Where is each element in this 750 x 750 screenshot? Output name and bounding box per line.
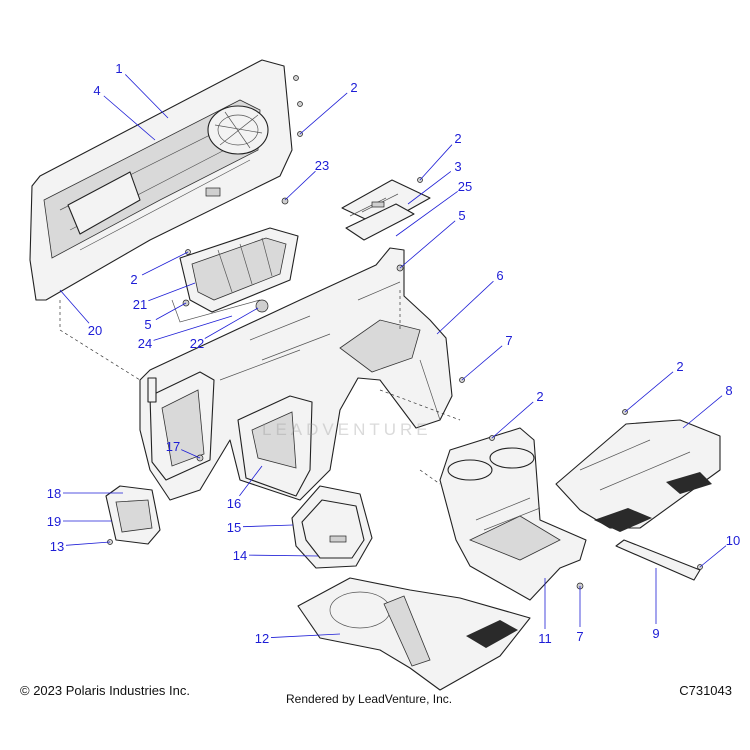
callout-label-5: 5 [144, 317, 151, 332]
callout-label-16: 16 [227, 496, 241, 511]
part-center-console [439, 427, 587, 601]
watermark-text: LEADVENTURE [262, 420, 432, 439]
callout-leader-2 [299, 92, 348, 135]
callout-leader-2 [491, 401, 534, 439]
callout-label-4: 4 [93, 83, 100, 98]
callout-label-8: 8 [725, 383, 732, 398]
callout-label-6: 6 [496, 268, 503, 283]
callout-leader-14 [248, 554, 319, 557]
callout-leader-24 [153, 315, 233, 341]
callout-label-19: 19 [47, 514, 61, 529]
callout-label-2: 2 [676, 359, 683, 374]
callout-label-25: 25 [458, 179, 472, 194]
callout-leader-2 [141, 251, 189, 276]
callout-label-7: 7 [576, 629, 583, 644]
callout-label-13: 13 [50, 539, 64, 554]
callout-label-24: 24 [138, 336, 152, 351]
callout-label-21: 21 [133, 297, 147, 312]
callout-label-1: 1 [115, 61, 122, 76]
callout-leader-3 [407, 171, 452, 205]
callout-leader-15 [242, 524, 294, 528]
callout-leader-4 [103, 95, 156, 141]
callout-label-10: 10 [726, 533, 740, 548]
callout-leader-10 [699, 545, 727, 568]
callout-label-20: 20 [88, 323, 102, 338]
part-grommet-23 [281, 197, 289, 205]
callout-leader-6 [436, 280, 494, 335]
callout-label-3: 3 [454, 159, 461, 174]
callout-leader-5 [399, 220, 456, 269]
part-brace-bar [615, 539, 703, 581]
callout-leader-20 [59, 289, 90, 324]
callout-label-23: 23 [315, 158, 329, 173]
copyright-text: © 2023 Polaris Industries Inc. [20, 683, 190, 698]
part-cover-plate [341, 179, 431, 241]
callout-leader-25 [395, 190, 458, 237]
callout-label-2: 2 [454, 131, 461, 146]
part-storage-bin [171, 227, 299, 323]
callout-leader-7 [461, 345, 503, 381]
callout-label-11: 11 [538, 631, 552, 646]
callout-leader-22 [204, 307, 259, 339]
callout-label-2: 2 [130, 272, 137, 287]
rendered-by-text: Rendered by LeadVenture, Inc. [286, 692, 453, 706]
callout-label-18: 18 [47, 486, 61, 501]
callout-leader-23 [284, 170, 316, 201]
callout-leader-17 [181, 449, 201, 459]
part-glovebox-door [291, 485, 373, 569]
callout-leaders [59, 74, 727, 638]
part-dashboard [139, 247, 453, 501]
part-side-panel [29, 59, 293, 301]
callout-leader-5 [155, 302, 187, 320]
callout-leader-12 [270, 633, 341, 638]
callout-leader-21 [148, 282, 196, 302]
callout-label-15: 15 [227, 520, 241, 535]
assembly-lines [59, 290, 461, 485]
callout-label-5: 5 [458, 208, 465, 223]
callout-label-2: 2 [536, 389, 543, 404]
part-pocket-lid [105, 485, 161, 545]
callout-leader-1 [125, 74, 169, 119]
callout-leader-2 [624, 371, 674, 413]
callout-label-14: 14 [233, 548, 247, 563]
callout-label-17: 17 [166, 439, 180, 454]
callout-leader-13 [65, 541, 111, 546]
part-passenger-floor [555, 419, 721, 532]
part-driver-floor [297, 577, 531, 691]
callout-leader-8 [682, 395, 723, 429]
callout-label-9: 9 [652, 626, 659, 641]
callout-label-2: 2 [350, 80, 357, 95]
callout-leader-2 [419, 144, 453, 181]
callout-label-7: 7 [505, 333, 512, 348]
callout-label-22: 22 [190, 336, 204, 351]
callout-leader-16 [239, 465, 263, 497]
diagram-code: C731043 [679, 683, 732, 698]
part-plug-22 [255, 299, 269, 313]
callout-label-12: 12 [255, 631, 269, 646]
